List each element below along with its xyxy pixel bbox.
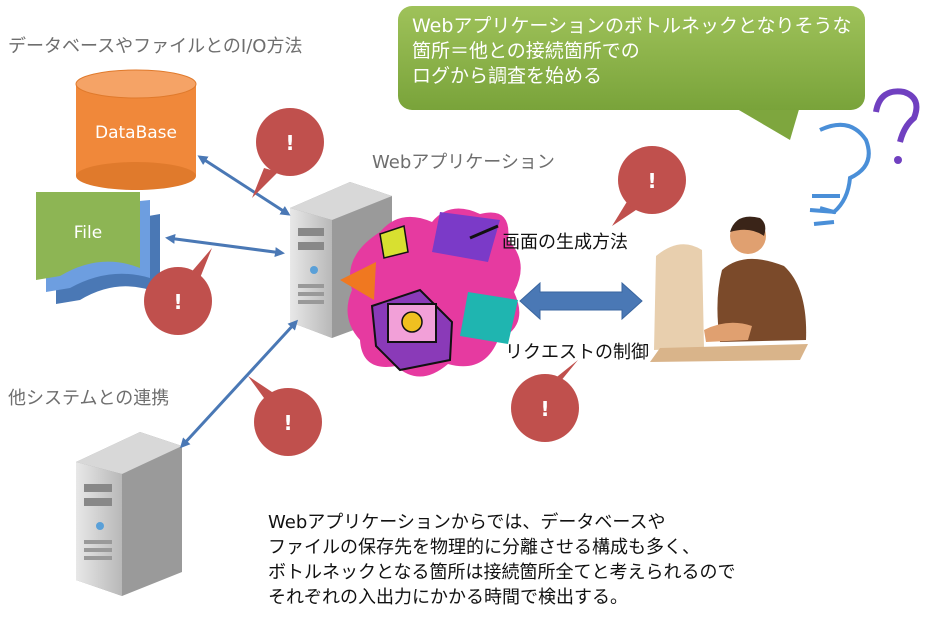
screen-generation-label: 画面の生成方法 [502,232,628,253]
description-line: Webアプリケーションからでは、データベースや [268,512,666,533]
thinking-icon [809,88,920,226]
description-line: それぞれの入出力にかかる時間で検出する。 [268,587,628,608]
warning-bubble: ! [612,146,686,226]
db-io-label: データベースやファイルとのI/O方法 [8,36,303,57]
callout-box: Webアプリケーションのボトルネックとなりそうな 箇所＝他との接続箇所での ログ… [398,6,865,110]
person-icon [650,216,808,362]
other-systems-label: 他システムとの連携 [8,388,170,409]
description-text: Webアプリケーションからでは、データベースや ファイルの保存先を物理的に分離さ… [268,510,735,610]
server-icon [76,432,182,596]
connection-arrows [165,155,299,449]
callout-tail [732,106,800,140]
warning-mark: ! [173,290,182,314]
warning-bubble: ! [144,248,212,335]
file-label: File [74,223,102,243]
arrow-file-server [165,233,285,258]
arrow-db-server [197,155,291,216]
arrow-server-other [179,319,299,449]
description-line: ファイルの保存先を物理的に分離させる構成も多く、 [268,537,700,558]
file-icon [36,192,160,304]
web-app-label: Webアプリケーション [372,152,555,173]
callout-line: ログから調査を始める [412,65,603,87]
arrow-client-server [519,281,643,321]
warning-mark: ! [283,411,292,435]
warning-bubble: ! [248,376,322,456]
database-label: DataBase [95,123,177,143]
callout-line: Webアプリケーションのボトルネックとなりそうな [412,15,852,37]
clipart-icon [340,208,521,377]
warning-bubble: ! [511,360,579,442]
callout-line: 箇所＝他との接続箇所での [412,40,640,62]
warning-mark: ! [285,131,294,155]
warning-mark: ! [540,397,549,421]
request-control-label: リクエストの制御 [505,342,649,363]
database-icon [75,69,197,190]
warning-bubble: ! [252,108,324,198]
description-line: ボトルネックとなる箇所は接続箇所全てと考えられるので [268,562,736,583]
warning-mark: ! [647,169,656,193]
